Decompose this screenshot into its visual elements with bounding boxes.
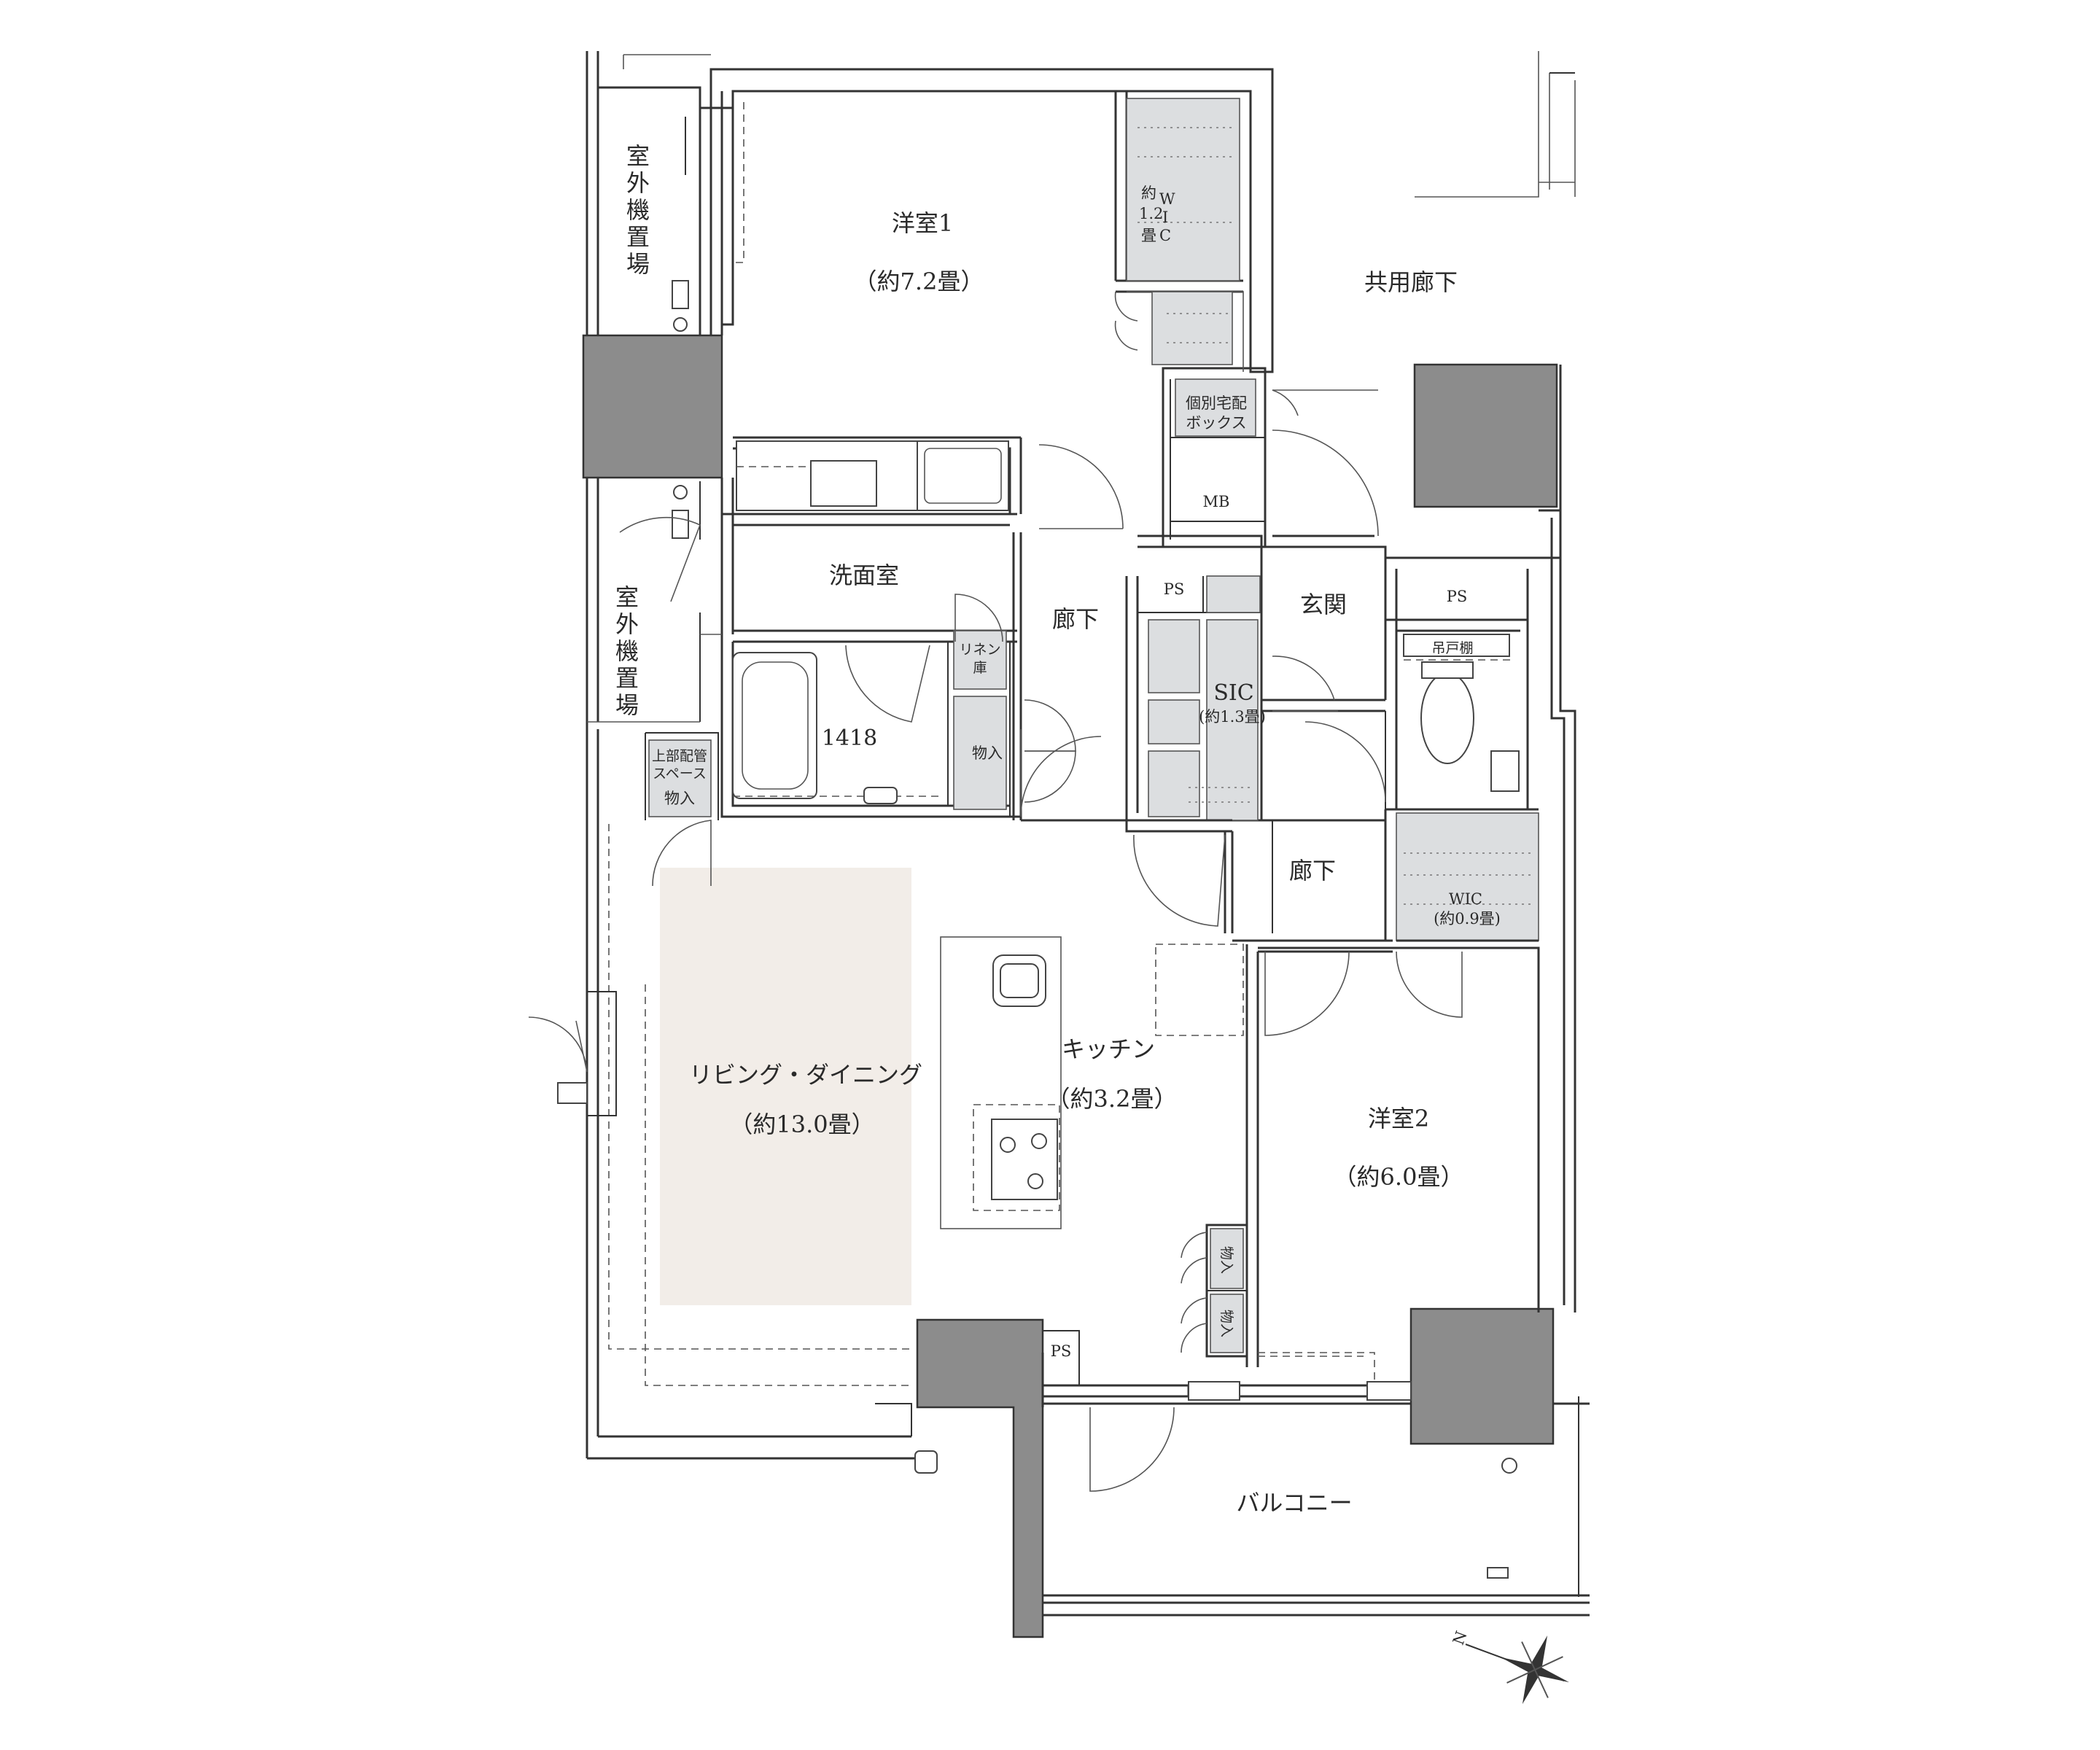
living-dining-area: （約13.0畳） (729, 1111, 874, 1138)
room-labels: 洋室1 （約7.2畳） 約 1.2 畳 W I C 共用廊下 個別宅配 ボックス… (615, 142, 1501, 1517)
sic-name: SIC (1213, 680, 1253, 706)
linen-line2: 庫 (973, 660, 987, 676)
svg-text:室: 室 (626, 142, 650, 170)
shoe-shelf-label: 吊戸棚 (1431, 640, 1473, 656)
svg-text:1.2: 1.2 (1139, 205, 1163, 222)
ps-1-label: PS (1164, 580, 1185, 598)
bath-size-label: 1418 (822, 726, 877, 751)
entrance-label: 玄関 (1300, 591, 1347, 618)
door-swings (528, 291, 1463, 1492)
hallway-1-label: 廊下 (1052, 605, 1099, 633)
structural-columns (582, 334, 1558, 1638)
svg-text:外: 外 (626, 169, 650, 197)
western-room-1-area: （約7.2畳） (854, 268, 984, 295)
upper-pipe-line1: 上部配管 (652, 748, 707, 764)
wic-2-name: WIC (1449, 890, 1482, 908)
living-dining-name: リビング・ダイニング (689, 1061, 922, 1089)
wic-1-vertical-label: 約 1.2 畳 W I C (1139, 184, 1175, 244)
hallway-2-label: 廊下 (1289, 857, 1336, 884)
living-dining-highlight (660, 868, 911, 1305)
svg-text:C: C (1159, 227, 1171, 244)
delivery-box-line1: 個別宅配 (1186, 394, 1247, 412)
ps-2-label: PS (1447, 588, 1468, 605)
svg-text:I: I (1162, 209, 1168, 226)
svg-text:約: 約 (1141, 184, 1156, 202)
svg-text:置: 置 (615, 664, 639, 692)
wic-2-area: (約0.9畳) (1434, 910, 1501, 928)
svg-text:W: W (1159, 190, 1175, 208)
western-room-2-name: 洋室2 (1368, 1105, 1429, 1132)
common-corridor-label: 共用廊下 (1364, 268, 1458, 296)
svg-text:場: 場 (626, 250, 650, 278)
kitchen-area: （約3.2畳） (1047, 1085, 1178, 1113)
western-room-2-area: （約6.0畳） (1334, 1163, 1464, 1191)
ac-space-top-label: 室 外 機 置 場 (626, 142, 650, 278)
sic-area: (約1.3畳) (1199, 708, 1266, 726)
upper-pipe-line3: 物入 (664, 790, 695, 807)
svg-text:機: 機 (626, 196, 650, 224)
balcony-drain (1501, 1458, 1517, 1474)
svg-text:外: 外 (615, 610, 639, 638)
svg-text:機: 機 (615, 637, 639, 665)
compass: N (1450, 1629, 1569, 1704)
ac-space-mid-label: 室 外 機 置 場 (615, 583, 639, 719)
svg-text:置: 置 (626, 223, 650, 251)
mb-label: MB (1203, 493, 1230, 510)
washroom-label: 洗面室 (829, 561, 899, 589)
upper-pipe-line2: スペース (653, 766, 707, 782)
kitchen-name: キッチン (1062, 1035, 1155, 1063)
svg-text:場: 場 (615, 691, 639, 719)
ps-3-label: PS (1051, 1342, 1072, 1360)
svg-text:畳: 畳 (1141, 227, 1156, 244)
linen-line1: リネン (959, 642, 1000, 658)
balcony-label: バルコニー (1236, 1489, 1352, 1517)
delivery-box-line2: ボックス (1186, 414, 1246, 432)
terrace-fixture (914, 1450, 938, 1474)
interior-walls (557, 86, 1560, 1407)
western-room-1-name: 洋室1 (892, 209, 953, 237)
storage-1-label: 物入 (972, 744, 1003, 762)
storage-2-label: 物入 (1218, 1246, 1234, 1274)
storage-3-label: 物入 (1218, 1310, 1234, 1337)
svg-text:室: 室 (615, 583, 639, 611)
